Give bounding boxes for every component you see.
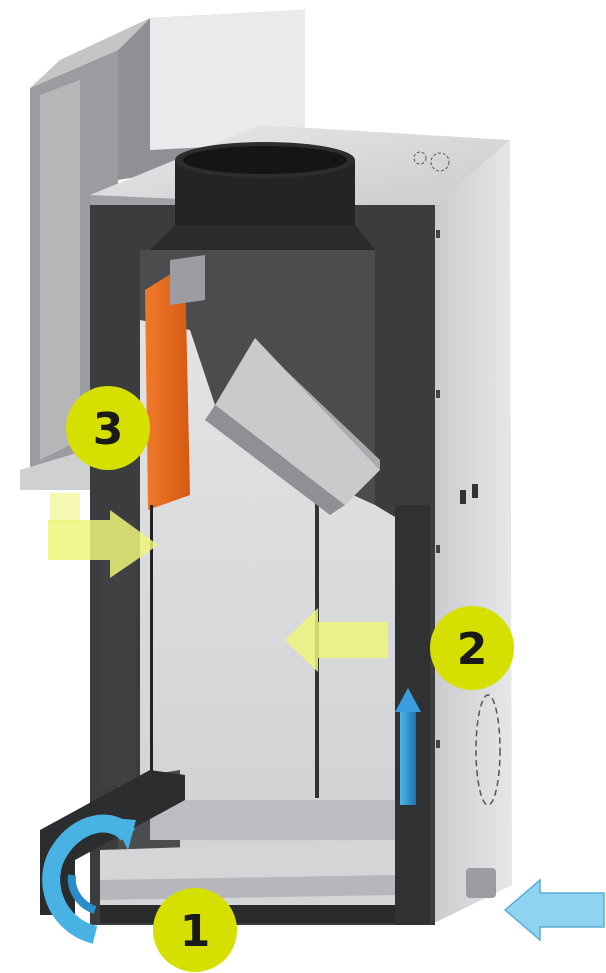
convection-flow-arrow [285,608,388,672]
rear-duct [20,10,305,490]
badge-1-label: 1 [180,906,211,957]
orange-baffle-plate [145,255,205,510]
badge-2: 2 [430,606,514,690]
badge-3: 3 [66,386,150,470]
primary-air-circulation-arrow [42,814,136,944]
badge-1: 1 [153,888,237,972]
badge-2-label: 2 [457,624,488,675]
cold-air-inlet-arrow [503,878,605,942]
flue-collar [150,142,375,250]
badge-3-label: 3 [93,404,124,455]
deflector-baffle [205,338,380,515]
right-side-panel [430,140,512,925]
hot-air-rising-arrow [395,688,421,805]
warm-air-outlet-arrow [48,493,158,578]
